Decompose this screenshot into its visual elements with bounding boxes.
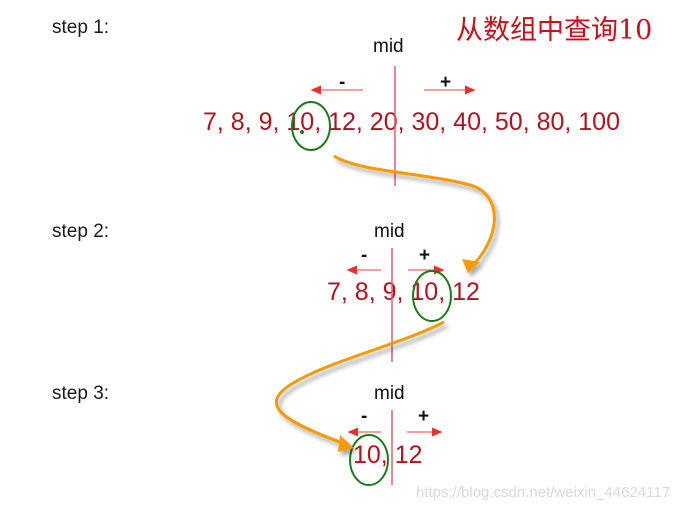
step-2-plus-sign: + xyxy=(419,245,431,266)
step-1-mid-label: mid xyxy=(373,36,404,57)
step-3-label: step 3: xyxy=(52,383,110,404)
step-2-minus-sign: - xyxy=(361,245,368,266)
step-3-array: 10, 12 xyxy=(353,441,423,469)
flow-arrow-1 xyxy=(333,154,496,273)
step-2-mid-label: mid xyxy=(374,221,405,242)
step-1-array: 7, 8, 9, 10, 12, 20, 30, 40, 50, 80, 100 xyxy=(203,108,620,136)
step-3-found-circle xyxy=(349,434,389,486)
step-1-minus-sign: - xyxy=(339,72,346,93)
step-1-label: step 1: xyxy=(52,17,110,38)
step-3-mid-label: mid xyxy=(374,383,405,404)
diagram-title: 从数组中查询10 xyxy=(456,15,653,46)
step-3-graphics xyxy=(347,410,443,486)
step-3-plus-sign: + xyxy=(418,406,430,427)
step-2-found-circle xyxy=(412,270,452,322)
step-1-dot xyxy=(300,130,304,134)
step-1-found-circle xyxy=(291,101,331,151)
watermark: https://blog.csdn.net/weixin_44624117 xyxy=(416,484,671,501)
step-2-label: step 2: xyxy=(52,221,110,242)
step-1-plus-sign: + xyxy=(440,72,452,93)
step-1-graphics xyxy=(207,66,476,186)
step-3-minus-sign: - xyxy=(361,406,368,427)
flow-arrow-2 xyxy=(274,320,445,452)
